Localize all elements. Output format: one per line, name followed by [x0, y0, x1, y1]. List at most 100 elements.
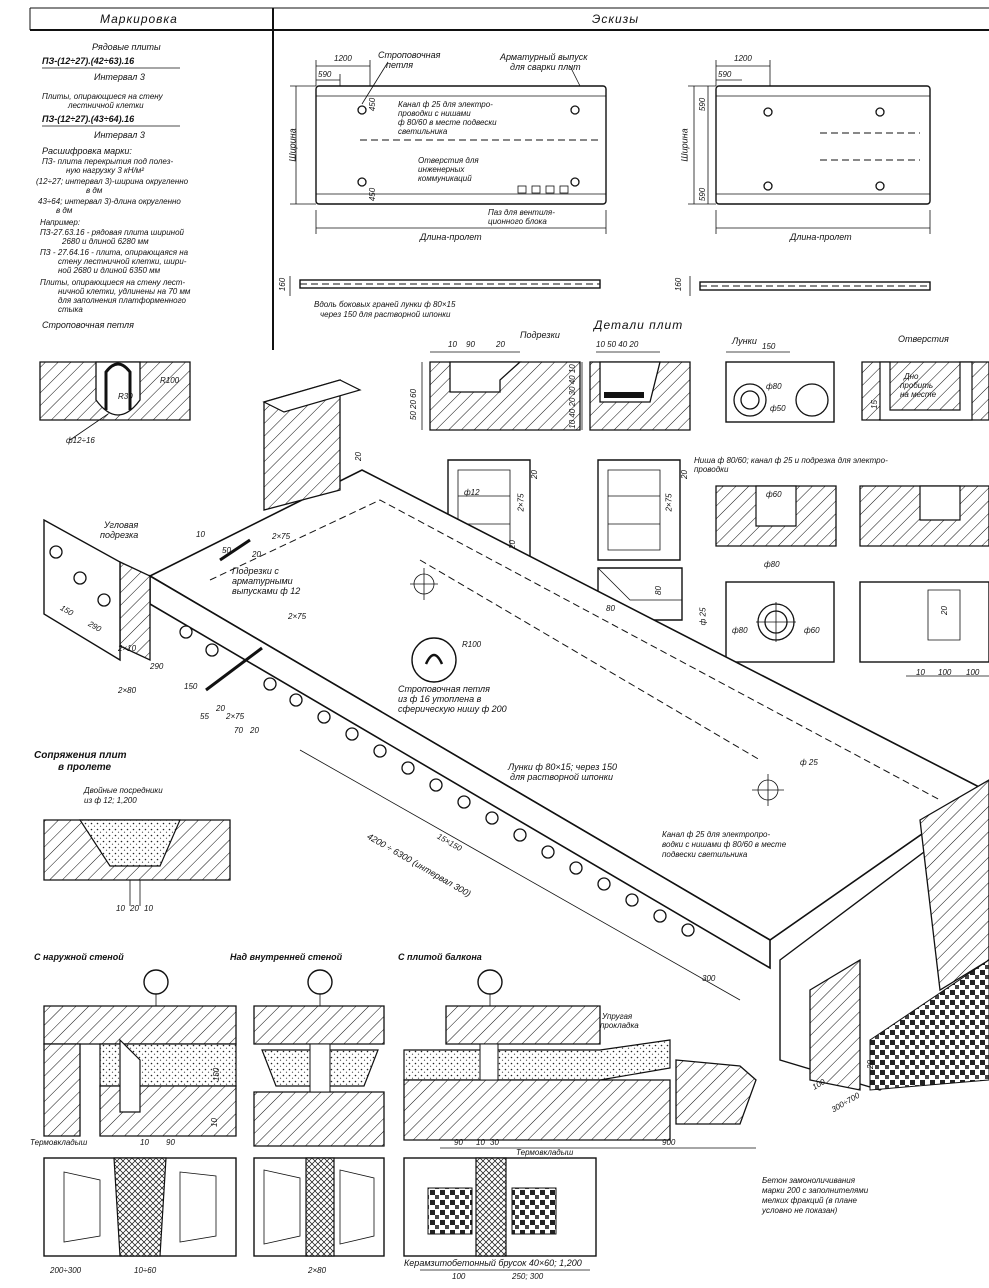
sketch1-dim-450: 450	[368, 97, 378, 112]
example-line-1a: ПЗ-27.63.16 - рядовая плита шириной	[40, 228, 184, 237]
sketch2-dim-590: 590	[718, 70, 732, 79]
section-outer-wall	[43, 969, 237, 1257]
lunki-phi80: ф80	[766, 382, 782, 391]
concrete-note-2: марки 200 с заполнителями	[762, 1186, 869, 1195]
iso-dim-2x75-c: 2×75	[226, 712, 245, 721]
thermo-insert-2: Термовкладыш	[516, 1148, 574, 1157]
row-plates-formula: ПЗ-(12÷27).(42÷63).16	[42, 56, 135, 66]
joint-title-1: Сопряжения плит	[34, 750, 127, 761]
iso-cuts-label-1: Подрезки с	[232, 566, 279, 576]
sketch1-holes-3: коммуникаций	[418, 174, 472, 183]
note-line-1: Плиты, опирающиеся на стену лест-	[40, 278, 186, 287]
detail-dim-2x75-b: 2×75	[664, 493, 674, 512]
iso-dim-20-b: 20	[252, 550, 261, 559]
sketch2-dim-590-v: 590	[698, 97, 708, 112]
iso-loop-label-3: сферическую нишу ф 200	[398, 704, 507, 714]
example-line-2b: стену лестничной клетки, шири-	[58, 257, 187, 266]
iso-channel-3: подвески светильника	[662, 850, 748, 859]
niche-dim-100: 100	[938, 668, 952, 677]
openings-dno-1: Дно	[904, 372, 919, 381]
bottom-dim-100: 100	[452, 1272, 466, 1281]
concrete-note-4: условно не показан)	[762, 1206, 838, 1215]
niche-title-2: проводки	[694, 465, 729, 474]
detail-dim-10-50-40-20: 10 50 40 20	[596, 340, 639, 349]
bottom-dim-90: 90	[166, 1138, 175, 1147]
decode-line-2b: в дм	[86, 186, 103, 195]
edge-note-2: через 150 для растворной шпонки	[320, 310, 451, 319]
decode-line-1b: ную нагрузку 3 кН/м²	[66, 166, 144, 175]
section-title-outer-wall: С наружной стеной	[34, 952, 124, 962]
stair-plates-title-1: Плиты, опирающиеся на стену	[42, 92, 163, 101]
iso-lunki-label-1: Лунки ф 80×15; через 150	[508, 762, 617, 772]
detail-dim-10: 10	[448, 340, 457, 349]
iso-dim-2x10: 2×10	[118, 644, 137, 653]
niche-phi25: ф 25	[698, 607, 708, 626]
iso-channel-1: Канал ф 25 для электропро-	[662, 830, 771, 839]
section-inner-wall	[253, 969, 385, 1257]
iso-dim-150-b: 150	[184, 682, 198, 691]
example-line-2c: ной 2680 и длиной 6350 мм	[58, 266, 161, 275]
detail-v-dims-2: 10 40 20 30 40 10	[567, 364, 577, 429]
joint-title-2: в пролете	[58, 762, 112, 773]
lifting-loop-title: Строповочная петля	[42, 320, 134, 330]
row-plates-title: Рядовые плиты	[92, 42, 161, 52]
niche-phi60-b: ф60	[804, 626, 820, 635]
decode-line-3a: 43÷64; интервал 3)-длина округленно	[38, 197, 181, 206]
sketch2-dim-1200: 1200	[734, 54, 752, 63]
details-title: Детали плит	[594, 318, 684, 332]
sketch1-groove-1: Паз для вентиля-	[488, 208, 555, 217]
stair-plates-formula: ПЗ-(12÷27).(43÷64).16	[42, 114, 135, 124]
iso-dim-2x75-b: 2×75	[288, 612, 307, 621]
sketch2-dim-590-v2: 590	[698, 187, 708, 202]
interval-label-2: Интервал 3	[94, 130, 145, 140]
iso-corner-cut-2: подрезка	[100, 530, 139, 540]
iso-dim-20-c: 20	[216, 704, 225, 713]
decode-title: Расшифровка марки:	[42, 146, 132, 156]
column-header-sketches: Эскизы	[592, 12, 640, 26]
stair-plates-title-2: лестничной клетки	[68, 101, 144, 110]
niche-dim-10: 10	[916, 668, 925, 677]
details-lunki-title: Лунки	[732, 336, 757, 346]
edge-dim-160-b: 160	[674, 277, 684, 292]
decode-line-2a: (12÷27; интервал 3)-ширина округленно	[36, 177, 189, 186]
niche-phi60: ф60	[766, 490, 782, 499]
sketch1-holes-2: инженерных	[418, 165, 465, 174]
bottom-dim-10-c: 10	[209, 1118, 219, 1127]
iso-loop-r100: R100	[462, 640, 482, 649]
section-balcony	[403, 969, 757, 1271]
sketch1-channel-2: проводки с нишами	[398, 109, 471, 118]
bottom-dim-90-b: 90	[454, 1138, 463, 1147]
openings-dno-3: на месте	[900, 390, 937, 399]
detail-dim-2x75: 2×75	[516, 493, 526, 512]
iso-dim-70: 70	[234, 726, 243, 735]
niche-phi80-c: ф80	[732, 626, 748, 635]
thermo-insert-1: Термовкладыш	[30, 1138, 88, 1147]
iso-corner-cut-1: Угловая	[104, 520, 139, 530]
sketch1-rebar-label-1: Арматурный выпуск	[500, 52, 588, 62]
detail-dim-20-e: 20	[679, 470, 689, 479]
details-cuts-title: Подрезки	[520, 330, 560, 340]
bottom-dim-10-60: 10÷60	[134, 1266, 157, 1275]
keramzit-label: Керамзитобетонный брусок 40×60; 1,200	[404, 1258, 582, 1268]
niche-title-1: Ниша ф 80/60; канал ф 25 и подрезка для …	[694, 456, 888, 465]
sketch1-dim-590: 590	[318, 70, 332, 79]
lifting-loop-radius-small: R30	[118, 392, 133, 401]
elastic-gasket-1: Упругая	[602, 1012, 633, 1021]
edge-note-1: Вдоль боковых граней лунки ф 80×15	[314, 300, 456, 309]
sketch1-channel-4: светильника	[398, 127, 448, 136]
concrete-note-3: мелких фракций (в плане	[762, 1196, 857, 1205]
lifting-loop-rebar: ф12÷16	[66, 436, 95, 445]
sketch1-loop-label-1: Строповочная	[378, 50, 441, 60]
iso-dim-300: 300	[702, 974, 716, 983]
sketch2-length-label: Длина-пролет	[790, 232, 852, 242]
joint-dim-20: 20	[130, 904, 139, 913]
detail-dim-20-d: 20	[507, 540, 517, 549]
sketch2-width-label: Ширина	[679, 128, 690, 162]
sketch1-dim-450-b: 450	[368, 187, 378, 202]
example-line-2a: ПЗ - 27.64.16 - плита, опирающаяся на	[40, 248, 189, 257]
iso-dim-2x80: 2×80	[118, 686, 137, 695]
plate-details-cuts	[421, 351, 691, 431]
section-title-balcony: С плитой балкона	[398, 952, 482, 962]
iso-dim-20-d: 20	[250, 726, 259, 735]
openings-dno-2: пробить	[900, 381, 934, 390]
